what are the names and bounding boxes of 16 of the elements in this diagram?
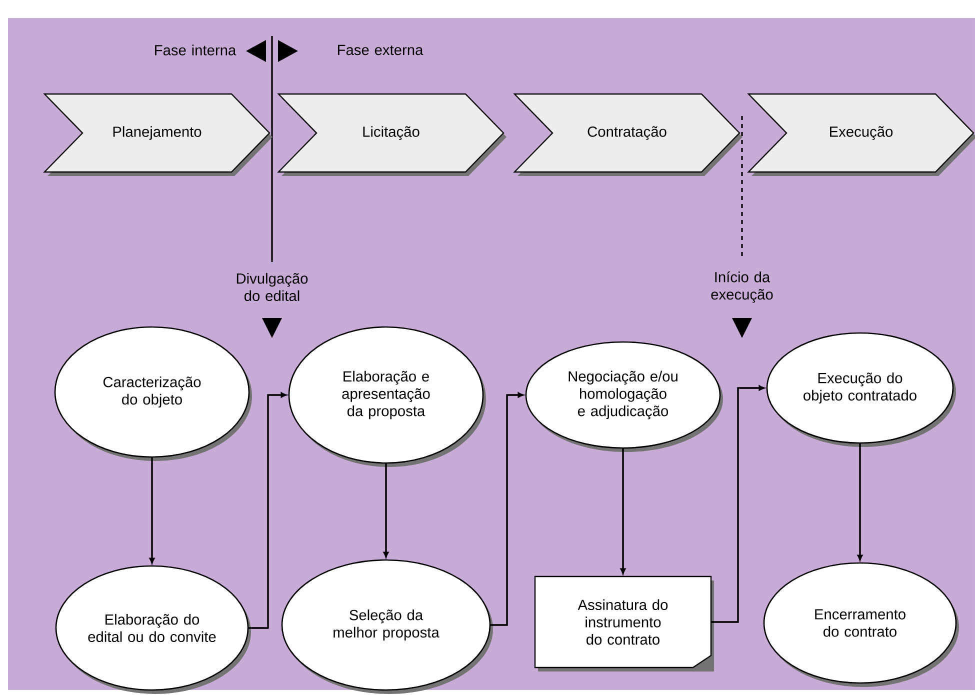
arrow (248, 392, 287, 629)
chevron-step: Execução (747, 93, 975, 176)
chevron-step: Contratação (513, 93, 742, 176)
arrow (490, 392, 524, 626)
arrow (711, 385, 765, 623)
phase-label: Início da execução (711, 271, 773, 303)
arrow (149, 457, 155, 564)
phase-label: Divulgação do edital (236, 272, 308, 302)
phase-label: Fase externa (338, 44, 424, 56)
chevron-step: Licitação (277, 93, 506, 176)
chevron-step: Planejamento (43, 93, 272, 176)
arrow (383, 463, 389, 558)
document-box: Assinatura do instrumento do contrato (534, 576, 714, 672)
arrow (857, 443, 863, 561)
arrow (620, 448, 626, 574)
phase-label: Fase interna (155, 44, 236, 56)
